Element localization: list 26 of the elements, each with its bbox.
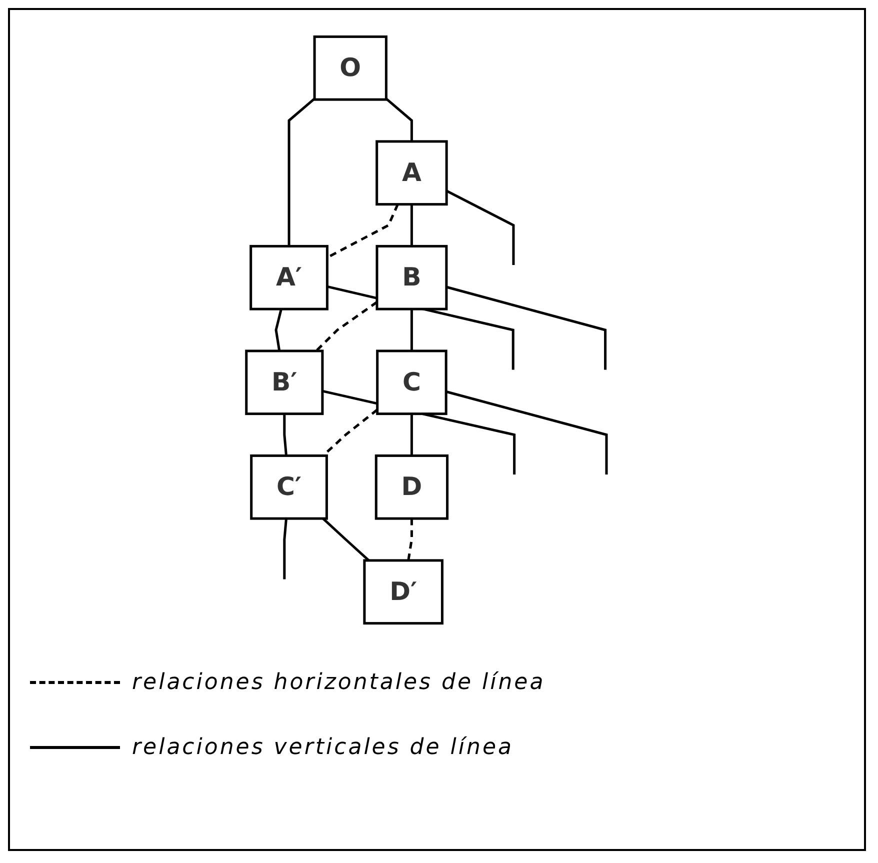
- node-box: [250, 244, 328, 310]
- connector: [315, 301, 378, 352]
- connector: [410, 204, 413, 246]
- node-box: [376, 350, 448, 416]
- connector: [446, 286, 607, 370]
- connector: [283, 414, 288, 456]
- connector: [385, 98, 413, 142]
- node-box: [376, 140, 448, 206]
- connector: [410, 309, 413, 351]
- legend-text: relaciones verticales de línea: [132, 735, 514, 760]
- legend-text: relaciones horizontales de línea: [132, 670, 546, 695]
- node-box: [374, 454, 449, 520]
- connector: [274, 308, 282, 352]
- connector: [288, 98, 316, 246]
- connector: [446, 390, 608, 475]
- node-box: [250, 454, 328, 520]
- connector: [410, 414, 413, 456]
- connector: [446, 190, 515, 266]
- connector: [322, 518, 370, 562]
- node-box: [313, 35, 388, 101]
- node-box: [363, 559, 444, 625]
- node-box: [245, 350, 324, 416]
- connector: [407, 518, 413, 561]
- connector: [283, 518, 288, 580]
- node-box: [376, 244, 448, 310]
- tree-diagram: O A A′ B B′ C C′ D D′: [30, 30, 848, 630]
